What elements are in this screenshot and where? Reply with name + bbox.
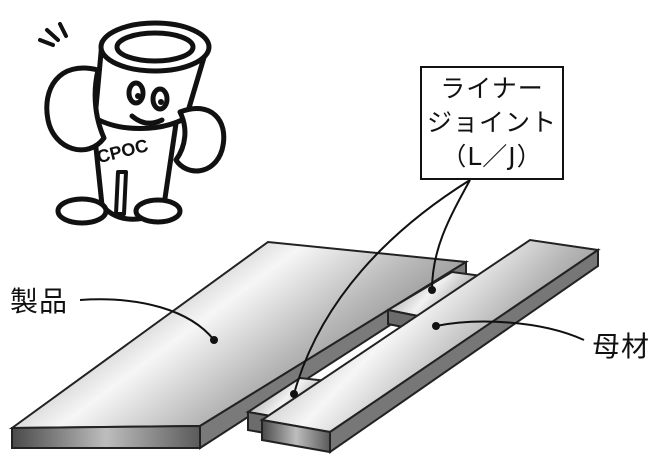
callout-line-1: ライナー <box>440 74 544 103</box>
mascot-left-eye <box>126 80 146 106</box>
mascot <box>38 20 227 226</box>
label-base-material: 母材 <box>592 330 651 363</box>
mascot-smile <box>129 113 165 126</box>
callout-line-3: （L／J） <box>441 142 543 171</box>
liner-joint-callout: ライナー ジョイント （L／J） <box>420 66 564 180</box>
mascot-right-foot <box>133 197 183 225</box>
base-material-bar <box>259 238 601 454</box>
leader-dots <box>210 286 440 398</box>
base-material-side <box>329 248 599 454</box>
mascot-leg-stripe <box>114 170 128 216</box>
leader-liner-upper <box>431 179 471 291</box>
label-product: 製品 <box>10 285 69 318</box>
mascot-left-arm <box>44 65 107 153</box>
mascot-right-arm <box>173 105 227 174</box>
motion-lines <box>38 22 68 47</box>
mascot-left-foot <box>55 196 109 226</box>
leader-liner-lower <box>293 179 471 395</box>
leader-product <box>79 298 215 341</box>
mascot-right-eye <box>150 86 170 112</box>
leader-lines <box>79 179 585 395</box>
callout-line-2: ジョイント <box>426 108 557 137</box>
product-plate-front <box>11 424 201 449</box>
leader-base-material <box>435 320 585 341</box>
